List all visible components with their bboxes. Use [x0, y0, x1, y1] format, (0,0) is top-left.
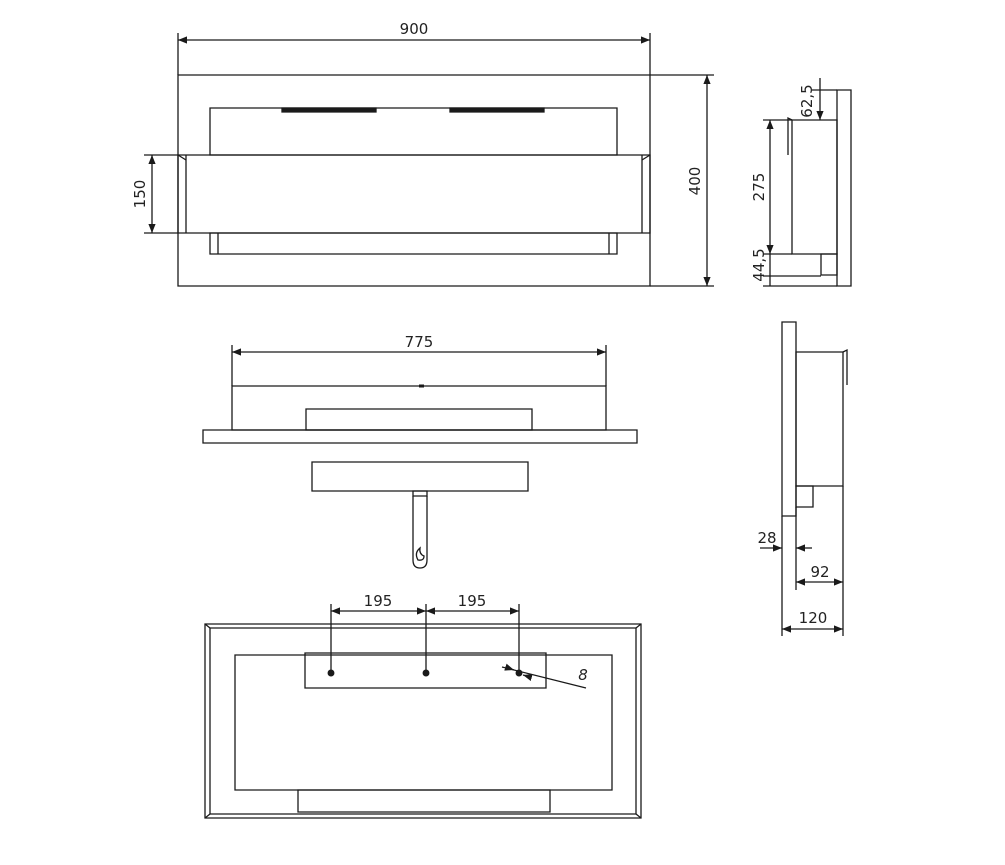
rear-outer-frame [205, 624, 641, 818]
top-body [232, 386, 606, 430]
dim-label-92: 92 [810, 563, 829, 581]
side2-body [796, 352, 843, 486]
top-inner-box [306, 409, 532, 430]
side-body [792, 120, 837, 254]
dim-label-hole-8: 8 [578, 666, 588, 684]
top-view [203, 345, 637, 568]
side-foot [821, 254, 837, 275]
dim-label-62-5: 62,5 [798, 84, 816, 117]
dim-label-275: 275 [750, 173, 768, 202]
front-glass-band [178, 155, 650, 233]
dim-label-195-left: 195 [364, 592, 393, 610]
top-base-plate [203, 430, 637, 443]
lighter-tool [413, 496, 427, 568]
tray [312, 462, 528, 491]
dim-label-900: 900 [400, 20, 429, 38]
side2-wall-plate [782, 322, 796, 516]
side-wall-plate [837, 90, 851, 286]
dim-label-28: 28 [757, 529, 776, 547]
side2-foot [796, 486, 813, 507]
dim-label-44-5: 44,5 [750, 248, 768, 281]
side-view-bottom [760, 322, 847, 636]
rear-view [205, 604, 641, 818]
flame-icon [416, 548, 424, 560]
front-lower-tray [210, 233, 617, 254]
front-vent-left [282, 108, 376, 112]
rear-inner-frame [210, 628, 636, 814]
dim-label-195-right: 195 [458, 592, 487, 610]
dim-label-775: 775 [405, 333, 434, 351]
rear-bottom-tray [298, 790, 550, 812]
dim-label-120: 120 [799, 609, 828, 627]
handle-stem [413, 491, 427, 496]
hole-leader [502, 667, 586, 688]
front-vent-right [450, 108, 544, 112]
dim-label-400: 400 [686, 167, 704, 196]
front-upper-recess [210, 108, 617, 155]
dim-label-150: 150 [131, 180, 149, 209]
side-view-top [763, 78, 851, 286]
front-view [144, 33, 714, 286]
